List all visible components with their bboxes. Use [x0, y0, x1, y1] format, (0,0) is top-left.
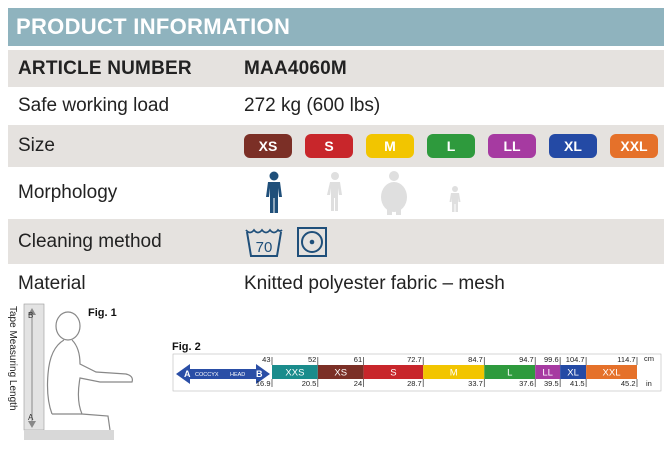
walking-person-icon — [327, 172, 342, 211]
article-number-value: MAA4060M — [244, 57, 347, 79]
size-band-label: M — [450, 368, 458, 379]
safe-working-load-value: 272 kg (600 lbs) — [244, 95, 381, 116]
size-band-label: XS — [334, 368, 347, 379]
size-label: Size — [18, 135, 55, 156]
arrow-label-b: B — [256, 369, 263, 379]
fig1-marker-a: A — [28, 413, 34, 422]
in-tick-label: 24 — [354, 379, 362, 388]
large-person-icon — [381, 171, 407, 215]
fig1-marker-b: B — [28, 311, 33, 320]
in-tick-label: 41.5 — [570, 379, 585, 388]
arrow-label-a: A — [184, 369, 191, 379]
arrow-label-head: HEAD — [230, 372, 245, 378]
cm-tick-label: 43 — [262, 355, 270, 364]
size-band-m — [423, 365, 485, 379]
standing-person-icon — [266, 171, 282, 213]
size-band-l — [484, 365, 536, 379]
in-tick-label: 16.9 — [256, 379, 271, 388]
size-band-xs — [317, 365, 364, 379]
material-label: Material — [18, 273, 86, 294]
safe-working-load-label: Safe working load — [18, 95, 170, 116]
size-band-s — [363, 365, 424, 379]
size-band-label: XXL — [603, 368, 621, 379]
product-information-header: PRODUCT INFORMATION — [8, 8, 664, 46]
fig1-label: Fig. 1 — [88, 307, 117, 319]
fig2-label: Fig. 2 — [172, 341, 201, 353]
in-tick-label: 33.7 — [468, 379, 483, 388]
tumble-dry-icon — [297, 226, 327, 257]
cleaning-icons: 70 — [244, 226, 328, 258]
tape-measuring-length-label: Tape Measuring Length — [8, 306, 18, 411]
coccyx-head-arrow: A COCCYX HEAD B — [176, 364, 270, 384]
size-band-label: LL — [542, 368, 553, 379]
morphology-row: Morphology — [8, 167, 664, 219]
size-pill-m: M — [366, 134, 414, 158]
size-band-label: S — [390, 368, 396, 379]
in-tick-label: 28.7 — [407, 379, 422, 388]
in-tick-label: 37.6 — [519, 379, 534, 388]
cm-tick-label: 104.7 — [566, 355, 585, 364]
material-row: Material Knitted polyester fabric – mesh — [8, 264, 664, 304]
material-value: Knitted polyester fabric – mesh — [244, 273, 505, 294]
size-band-ll — [535, 365, 561, 379]
small-person-icon — [449, 186, 461, 212]
safe-working-load-row: Safe working load 272 kg (600 lbs) — [8, 87, 664, 125]
size-band-xxl — [586, 365, 637, 379]
scale-ticks: 43 16.9 52 20.5 61 24 72.7 28.7 84.7 33.7 94.7 37.6… — [256, 355, 638, 388]
cm-tick-label: 99.6 — [544, 355, 559, 364]
article-number-label: ARTICLE NUMBER — [18, 57, 192, 79]
in-tick-label: 45.2 — [621, 379, 636, 388]
in-unit: in — [646, 379, 652, 388]
size-row: Size XS S M L LL XL XXL — [8, 125, 664, 167]
wash-70-icon: 70 — [245, 228, 283, 257]
cm-tick-label: 61 — [354, 355, 362, 364]
size-band-label: XXS — [285, 368, 304, 379]
size-pill-xxl: XXL — [610, 134, 658, 158]
cm-tick-label: 84.7 — [468, 355, 483, 364]
cm-tick-label: 94.7 — [519, 355, 534, 364]
fig1-seated-measurement: Tape Measuring Length B A Fig. 1 — [8, 303, 133, 440]
seated-person-outline — [46, 311, 133, 431]
size-pill-ll: LL — [488, 134, 536, 158]
size-band-xl — [560, 365, 587, 379]
size-pill-xl: XL — [549, 134, 597, 158]
cm-tick-label: 72.7 — [407, 355, 422, 364]
size-band-label: L — [507, 368, 512, 379]
in-tick-label: 39.5 — [544, 379, 559, 388]
cm-tick-label: 52 — [308, 355, 316, 364]
cm-unit: cm — [644, 354, 654, 363]
in-tick-label: 20.5 — [302, 379, 317, 388]
size-pill-xs: XS — [244, 134, 292, 158]
size-band-label: XL — [567, 368, 579, 379]
size-pill-s: S — [305, 134, 353, 158]
morphology-label: Morphology — [18, 182, 118, 203]
size-pill-l: L — [427, 134, 475, 158]
size-band-xxs — [272, 365, 318, 379]
cleaning-method-row: Cleaning method 70 — [8, 219, 664, 264]
cleaning-method-label: Cleaning method — [18, 230, 162, 252]
arrow-label-coccyx: COCCYX — [195, 372, 219, 378]
svg-text:70: 70 — [256, 239, 273, 256]
morphology-icons — [266, 171, 461, 215]
article-number-row: ARTICLE NUMBER MAA4060M — [8, 50, 664, 87]
size-pills: XS S M L LL XL XXL — [244, 134, 658, 158]
cm-tick-label: 114.7 — [617, 355, 635, 364]
